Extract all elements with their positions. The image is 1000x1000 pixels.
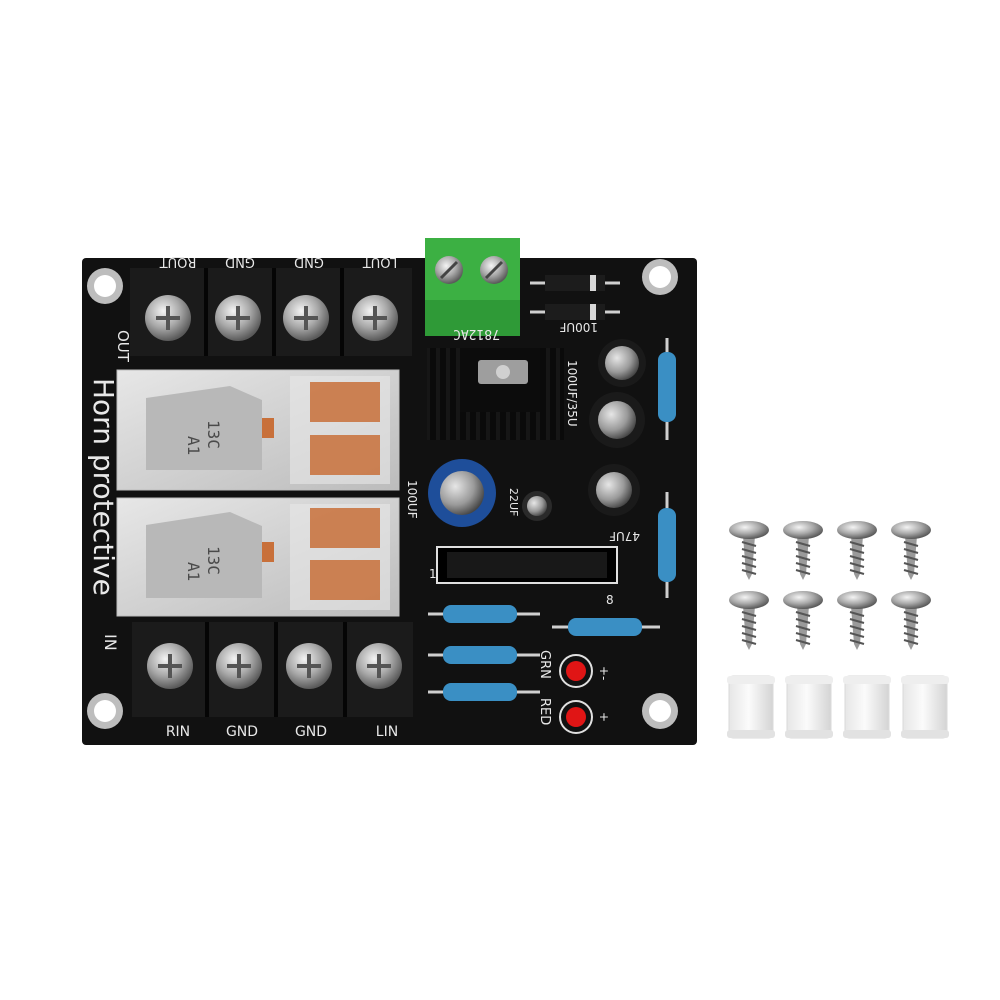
screw-2 [783,521,823,580]
input-terminal-block [132,622,413,717]
standoff-3 [843,675,891,739]
terminal-label-in-4: LIN [376,724,398,740]
led-red-mark: + [597,712,611,722]
cap-left-label: 100UF [405,480,419,519]
capacitor-small [522,491,552,521]
led-red [559,700,593,734]
relay-2: A1 13C [116,497,400,617]
board-title: Horn protective [87,378,120,596]
capacitor-blue [428,459,496,527]
cap-right-label: 47UF [609,529,640,543]
resistor-mid [552,618,660,636]
terminal-label-out-4: LOUT [363,254,398,269]
ic-pin1-label: 1 [429,567,437,581]
resistor-right-top [658,338,676,440]
capacitor-mid [589,392,645,448]
heatsink [427,348,564,440]
ic-pin8-label: 8 [606,593,614,607]
label-rout: — [172,250,185,265]
screw-8 [891,591,931,650]
diode-pair [530,275,620,320]
label-out: OUT [114,330,132,363]
standoff-1 [727,675,775,739]
capacitor-top [598,339,646,387]
relay-1-mark-b: 13C [204,420,223,449]
terminal-label-out-1: ROUT [160,254,197,269]
ic-socket [436,546,618,584]
cap-top-label: 100UF [559,320,598,334]
resistor-row-2 [428,646,540,664]
terminal-label-in-1: RIN [166,724,190,740]
screw-terminal-rout [145,295,191,341]
input-labels: RIN GND GND LIN [166,724,398,740]
cap-small-label: 22UF [507,488,520,516]
led-red-label: RED [537,698,552,725]
screw-1 [729,521,769,580]
led-grn-mark: +- [597,666,611,680]
led-grn-label: GRN [537,650,552,679]
terminal-label-out-2: GND [225,254,255,269]
accessory-screws [729,521,931,650]
screw-4 [891,521,931,580]
cap-mid-label: 100UF/35U [565,360,579,427]
screw-terminal-gnd-2 [283,295,329,341]
relay-1: A1 13C [116,369,400,491]
screw-terminal-rin [147,643,193,689]
resistor-row-1 [428,605,540,623]
terminal-label-in-2: GND [226,724,258,740]
capacitor-right [588,464,640,516]
standoff-2 [785,675,833,739]
screw-6 [783,591,823,650]
screw-3 [837,521,877,580]
relay-1-mark-a: A1 [184,436,203,455]
standoff-4 [901,675,949,739]
label-in: IN [101,634,120,651]
screw-terminal-gnd-1 [215,295,261,341]
screw-5 [729,591,769,650]
terminal-label-out-3: GND [294,254,324,269]
screw-7 [837,591,877,650]
screw-terminal-gnd-3 [216,643,262,689]
led-green-slot [559,654,593,688]
screw-terminal-gnd-4 [286,643,332,689]
mounting-holes [87,259,678,729]
relay-2-mark-b: 13C [204,546,223,575]
resistor-row-3 [428,683,540,701]
terminal-label-in-3: GND [295,724,327,740]
power-terminal-block [425,238,520,336]
accessory-standoffs [727,675,949,739]
output-labels: ROUT GND GND LOUT [160,254,398,269]
relay-2-mark-a: A1 [184,562,203,581]
regulator-label: 7812AC [453,326,500,341]
resistor-right-bottom [658,492,676,598]
screw-terminal-lin [356,643,402,689]
output-terminal-block [130,268,412,356]
screw-terminal-lout [352,295,398,341]
